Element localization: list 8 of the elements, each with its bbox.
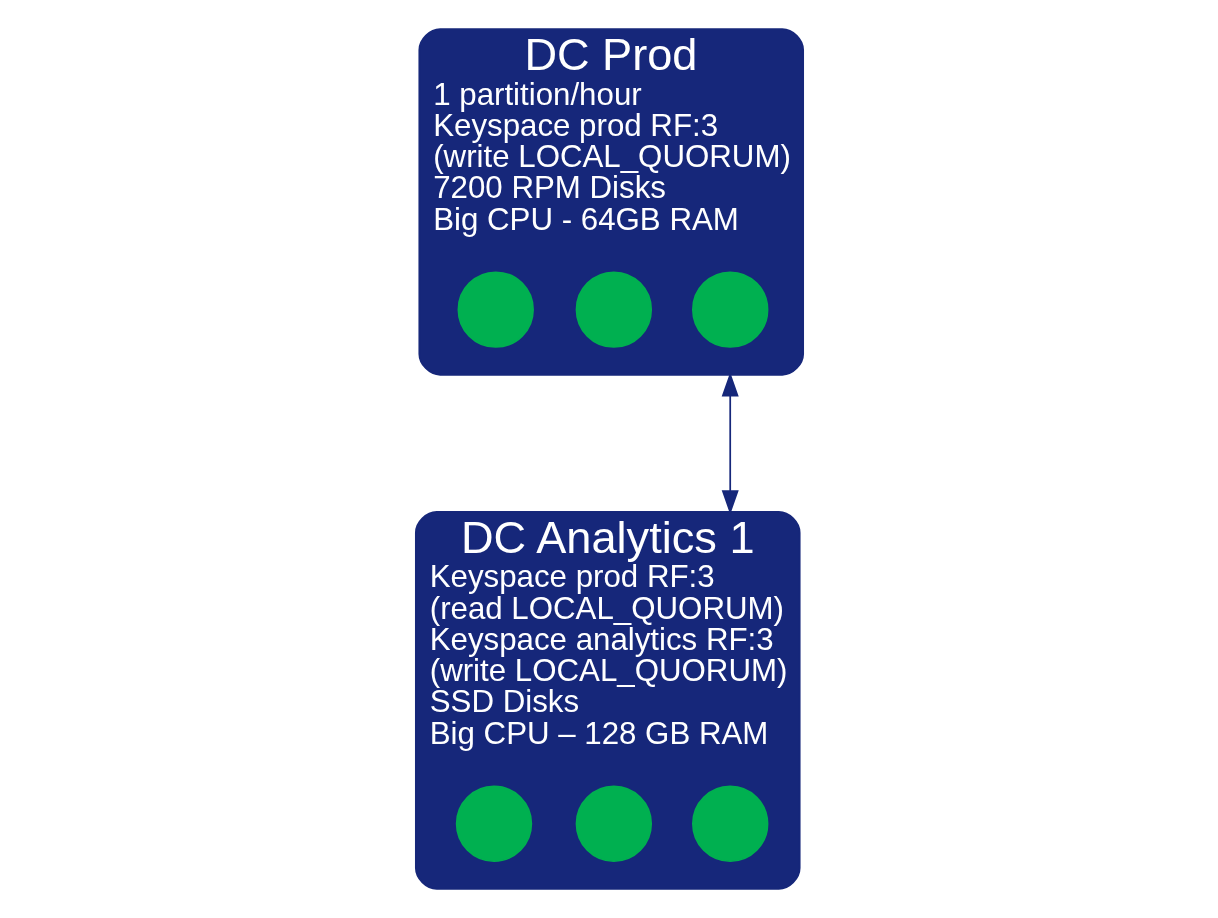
cluster: DC Analytics 1 Keyspace prod RF:3 (read LOCAL_QUORUM) Keyspace analytics RF:3 (write LOCAL_QUORUM) SSD Disks Big CPU – 128 GB RAM — [414, 511, 801, 890]
node-circle — [691, 785, 768, 862]
node-circle — [457, 271, 534, 348]
node-circle — [691, 271, 768, 348]
cluster: DC Prod 1 partition/hour Keyspace prod RF:3 (write LOCAL_QUORUM) 7200 RPM Disks Big CPU - 64GB RAM — [417, 28, 804, 376]
node-circle — [575, 271, 652, 348]
node-circle — [455, 785, 532, 862]
node-circle — [575, 785, 652, 862]
